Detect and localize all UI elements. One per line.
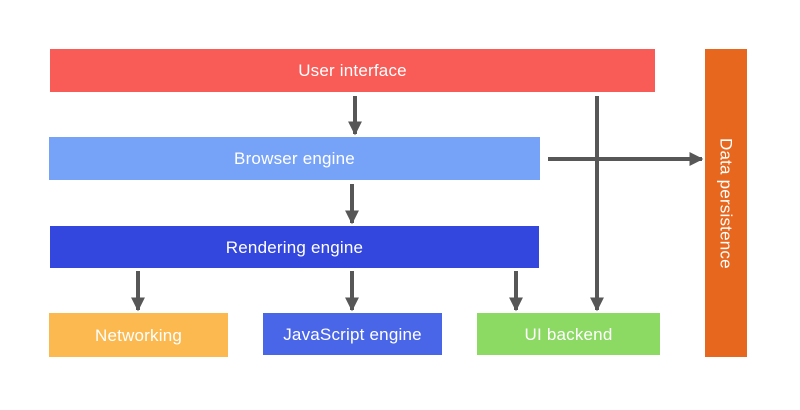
- box-browser-engine: Browser engine: [49, 137, 540, 180]
- box-rendering-engine: Rendering engine: [50, 226, 539, 268]
- box-data-persistence: Data persistence: [705, 49, 747, 357]
- box-label: Browser engine: [234, 149, 355, 168]
- box-label: Networking: [94, 325, 183, 345]
- box-label: UI backend: [524, 324, 613, 344]
- box-label: User interface: [298, 61, 407, 80]
- box-label: JavaScript engine: [283, 324, 422, 344]
- box-label: Rendering engine: [225, 237, 364, 257]
- box-javascript-engine: JavaScript engine: [263, 313, 442, 355]
- box-networking: Networking: [49, 313, 228, 357]
- box-user-interface: User interface: [50, 49, 655, 92]
- box-ui-backend: UI backend: [477, 313, 660, 355]
- box-label: Data persistence: [716, 137, 736, 269]
